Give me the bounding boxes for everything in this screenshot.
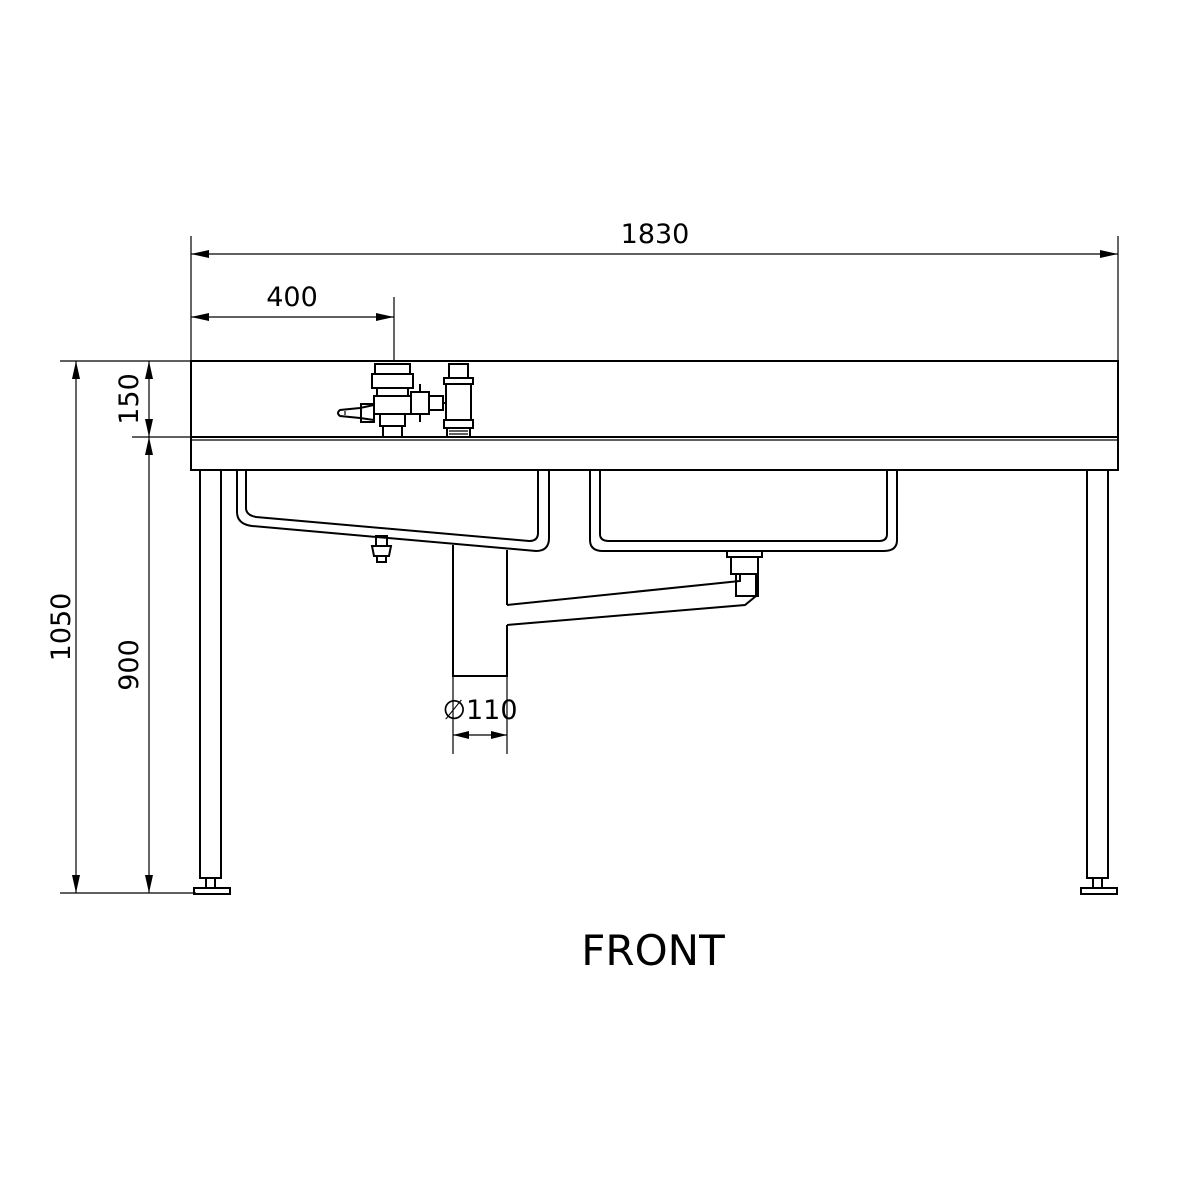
- dimension-overall-height: 1050: [46, 360, 196, 894]
- sink-bowl-right: [589, 470, 898, 552]
- dimension-bench-height-label: 900: [114, 639, 145, 691]
- dimension-overall-width: 1830: [190, 219, 1119, 362]
- leg-left: [193, 469, 231, 895]
- sink-bowl-left: [236, 470, 550, 563]
- dimension-overall-height-label: 1050: [46, 593, 77, 662]
- dimension-bench-height: 900: [114, 437, 153, 893]
- dimension-upstand-height: 150: [114, 361, 191, 438]
- dimension-waste-diameter: ∅110: [442, 676, 518, 754]
- dimension-overall-width-label: 1830: [621, 219, 690, 250]
- leg-right: [1080, 469, 1118, 895]
- dimension-upstand-height-label: 150: [114, 373, 145, 425]
- dimension-tap-offset: 400: [191, 282, 395, 362]
- dimension-tap-offset-label: 400: [266, 282, 318, 313]
- view-label: FRONT: [581, 926, 725, 975]
- waste-pipework: [452, 545, 763, 677]
- dimension-waste-diameter-label: ∅110: [442, 695, 517, 726]
- bench-top: [190, 360, 1119, 471]
- tap-valve-assembly: [337, 363, 474, 438]
